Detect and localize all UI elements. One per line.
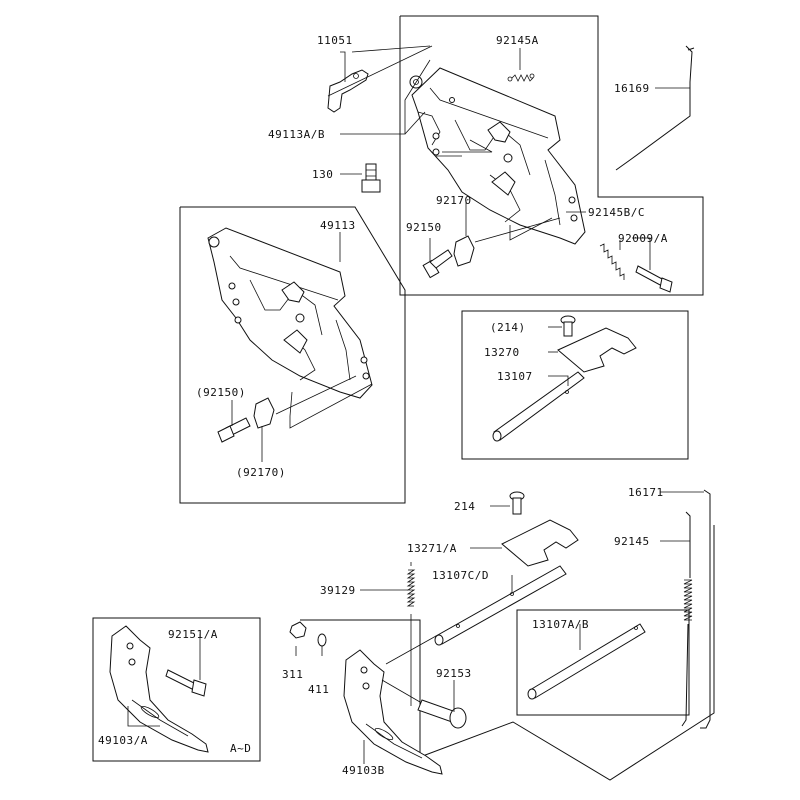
clip-92170 <box>453 235 475 267</box>
bolt-130 <box>361 163 381 193</box>
label-49103a: 49103/A <box>98 734 148 747</box>
bracket-11051 <box>327 69 369 113</box>
label-92151a: 92151/A <box>168 628 218 641</box>
group-outline-upper-plate <box>399 15 704 296</box>
label-a-to-d: A~D <box>230 742 251 755</box>
group-outline-lever-left <box>92 617 261 762</box>
label-11051: 11051 <box>317 34 353 47</box>
plate-13271a <box>501 519 579 567</box>
plate-13270 <box>557 327 637 373</box>
group-outline-shaft-upper <box>461 310 689 460</box>
leader-lines <box>127 45 704 764</box>
label-49103b: 49103B <box>342 764 385 777</box>
rod-16171 <box>700 489 711 729</box>
rod-16169 <box>615 45 693 171</box>
part-labels: 11051 92145A 16169 49113A/B 130 92170 92… <box>98 34 668 777</box>
group-outline-shaft-right <box>516 609 690 716</box>
group-outline-left-plate <box>179 206 406 504</box>
label-214-ref: (214) <box>490 321 526 334</box>
label-13270: 13270 <box>484 346 520 359</box>
bracket-hole <box>353 73 359 79</box>
label-13107: 13107 <box>497 370 533 383</box>
lever-49103b <box>343 649 443 775</box>
nut-311 <box>289 621 307 639</box>
label-13271a: 13271/A <box>407 542 457 555</box>
rod-hook <box>687 47 695 51</box>
spring-92145a <box>507 73 535 82</box>
shaft-13107 <box>492 371 585 442</box>
spring-92145bc <box>599 243 625 280</box>
bolt-92150 <box>422 249 453 279</box>
washer-411 <box>317 633 327 647</box>
label-92150: 92150 <box>406 221 442 234</box>
clip-92170-ref <box>253 397 275 429</box>
label-92145: 92145 <box>614 535 650 548</box>
group-outline-lever-main <box>300 525 715 781</box>
label-13107cd: 13107C/D <box>432 569 489 582</box>
label-39129: 39129 <box>320 584 356 597</box>
label-92145a: 92145A <box>496 34 539 47</box>
bolt-92151a <box>165 669 207 697</box>
label-49113ab: 49113A/B <box>268 128 325 141</box>
shaft-13107cd <box>434 565 567 646</box>
label-311: 311 <box>282 668 303 681</box>
bolt-92009a <box>635 265 673 293</box>
pin-92153 <box>417 699 467 729</box>
label-16171: 16171 <box>628 486 664 499</box>
spring-39129 <box>406 562 416 620</box>
lever-49103a <box>109 625 209 753</box>
label-130: 130 <box>312 168 333 181</box>
control-plate-upper <box>409 67 586 245</box>
label-92145bc: 92145B/C <box>588 206 645 219</box>
label-92170: 92170 <box>436 194 472 207</box>
label-49113: 49113 <box>320 219 356 232</box>
shaft-13107ab <box>527 623 646 700</box>
screw-214-ref <box>560 315 576 337</box>
label-92150-ref: (92150) <box>196 386 246 399</box>
label-411: 411 <box>308 683 329 696</box>
label-13107ab: 13107A/B <box>532 618 589 631</box>
spring-92145 <box>681 511 693 727</box>
label-92009a: 92009/A <box>618 232 668 245</box>
label-92170-ref: (92170) <box>236 466 286 479</box>
bolt-92150-ref <box>217 417 251 443</box>
control-plate-left <box>207 227 373 399</box>
label-16169: 16169 <box>614 82 650 95</box>
label-92153: 92153 <box>436 667 472 680</box>
screw-214 <box>509 491 525 515</box>
label-214: 214 <box>454 500 475 513</box>
